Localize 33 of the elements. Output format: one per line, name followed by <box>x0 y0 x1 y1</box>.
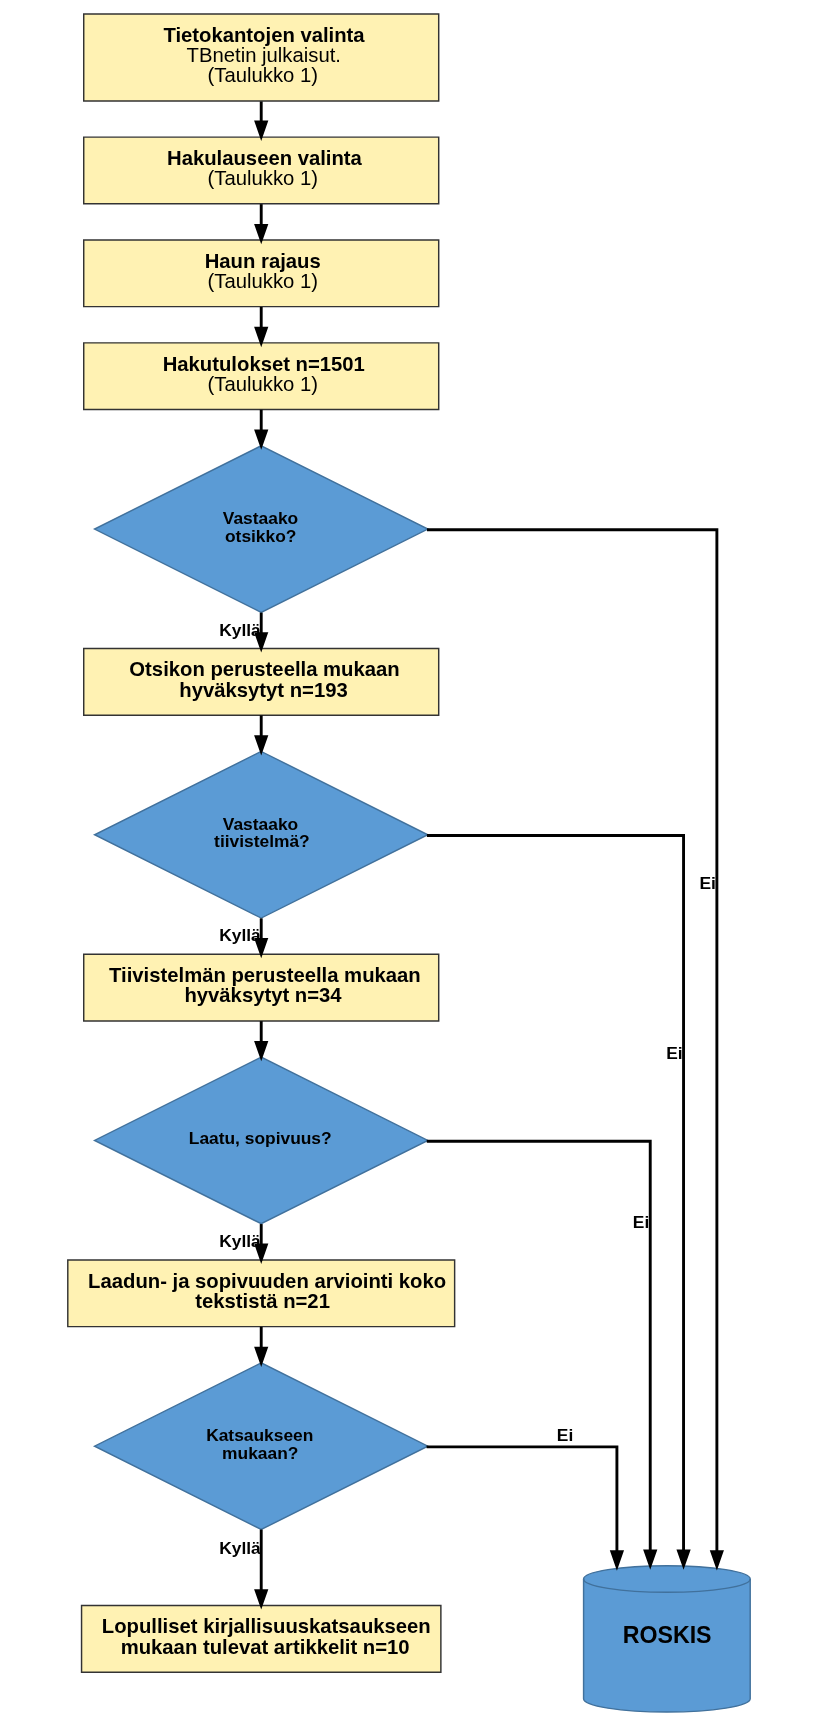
arrow <box>426 1445 625 1571</box>
node-box: Otsikon perusteella mukaan hyväksytyt n=193 <box>83 647 440 716</box>
arrow <box>254 1224 269 1264</box>
node-diamond: Vastaako tiivistelmä? <box>92 750 430 919</box>
arrow <box>254 715 269 756</box>
node-box: Tietokantojen valinta TBnetin julkaisut. (Taulukko 1) <box>83 13 440 102</box>
arrow <box>254 1529 269 1610</box>
arrow <box>254 101 269 141</box>
arrow <box>254 409 269 450</box>
node-box: Haun rajaus (Taulukko 1) <box>83 239 440 308</box>
node-box: Tiivistelmän perusteella mukaan hyväksytyt n=34 <box>83 953 440 1022</box>
arrow <box>254 918 269 959</box>
edge-label: Kyllä <box>219 619 261 640</box>
edge-label: Ei <box>666 1042 683 1063</box>
arrow <box>254 307 269 348</box>
node-diamond: Katsaukseen mukaan? <box>92 1362 430 1531</box>
edge-label: Ei <box>556 1424 574 1445</box>
node-box: Hakutulokset n=1501 (Taulukko 1) <box>83 342 440 411</box>
node-diamond: Laatu, sopivuus? <box>92 1056 430 1225</box>
arrow <box>426 834 691 1570</box>
node-box: Laadun- ja sopivuuden arviointi koko tekstistä n=21 <box>67 1259 456 1328</box>
arrow <box>426 1139 658 1570</box>
node-box: Hakulauseen valinta (Taulukko 1) <box>83 136 440 205</box>
arrow <box>254 204 269 245</box>
node-diamond: Vastaako otsikko? <box>92 444 430 614</box>
edge-label: Ei <box>699 873 716 894</box>
arrow <box>254 612 269 653</box>
node-box: Lopulliset kirjallisuuskatsaukseen mukaan tulevat artikkelit n=10 <box>80 1604 442 1673</box>
edge-label: Kyllä <box>219 1537 261 1558</box>
edge-label: Ei <box>632 1211 650 1232</box>
arrow <box>254 1326 269 1367</box>
arrow <box>427 528 724 1571</box>
arrow <box>254 1021 269 1062</box>
